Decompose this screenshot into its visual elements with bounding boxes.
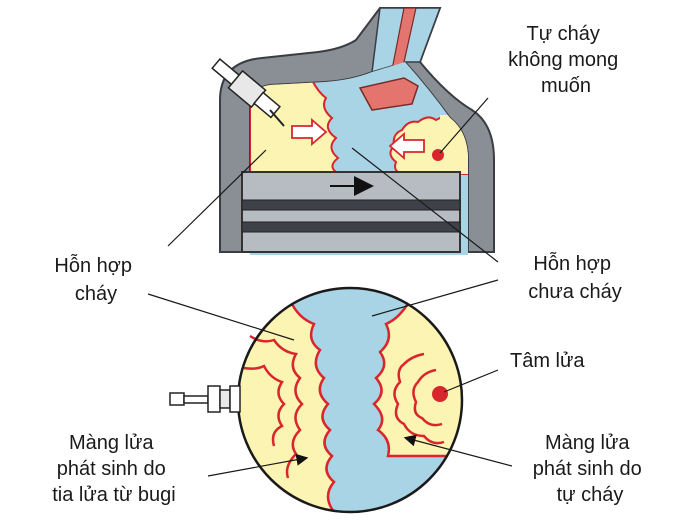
label-autoignition: Tự cháy không mong muốn xyxy=(508,23,624,97)
flame-center-dot xyxy=(432,386,448,402)
flame-front-spark-2 xyxy=(243,364,286,447)
label-unburned-mixture: Hỗn hợp chưa cháy xyxy=(528,252,621,303)
cylinder-wall xyxy=(219,7,495,253)
spark-plug-side xyxy=(169,385,241,413)
chamber-top-view xyxy=(169,286,464,514)
leader-lines xyxy=(147,97,513,477)
piston xyxy=(241,171,461,253)
flame-front-spark-1 xyxy=(249,334,304,479)
label-spark-flame-front: Màng lửa phát sinh do tia lửa từ bugi xyxy=(52,432,176,506)
label-flame-center: Tâm lửa xyxy=(510,350,585,372)
flame-front-auto-1 xyxy=(393,352,445,445)
exhaust-valve-head xyxy=(358,77,419,111)
label-auto-flame-front: Màng lửa phát sinh do tự cháy xyxy=(533,432,648,506)
cylinder-section xyxy=(211,7,495,255)
flame-arrow-right xyxy=(291,118,328,146)
flame-front-auto-2 xyxy=(412,368,443,427)
spark-plug-top xyxy=(211,57,285,127)
flame-arrow-left xyxy=(388,132,425,160)
label-burned-mixture: Hỗn hợp cháy xyxy=(54,254,137,305)
